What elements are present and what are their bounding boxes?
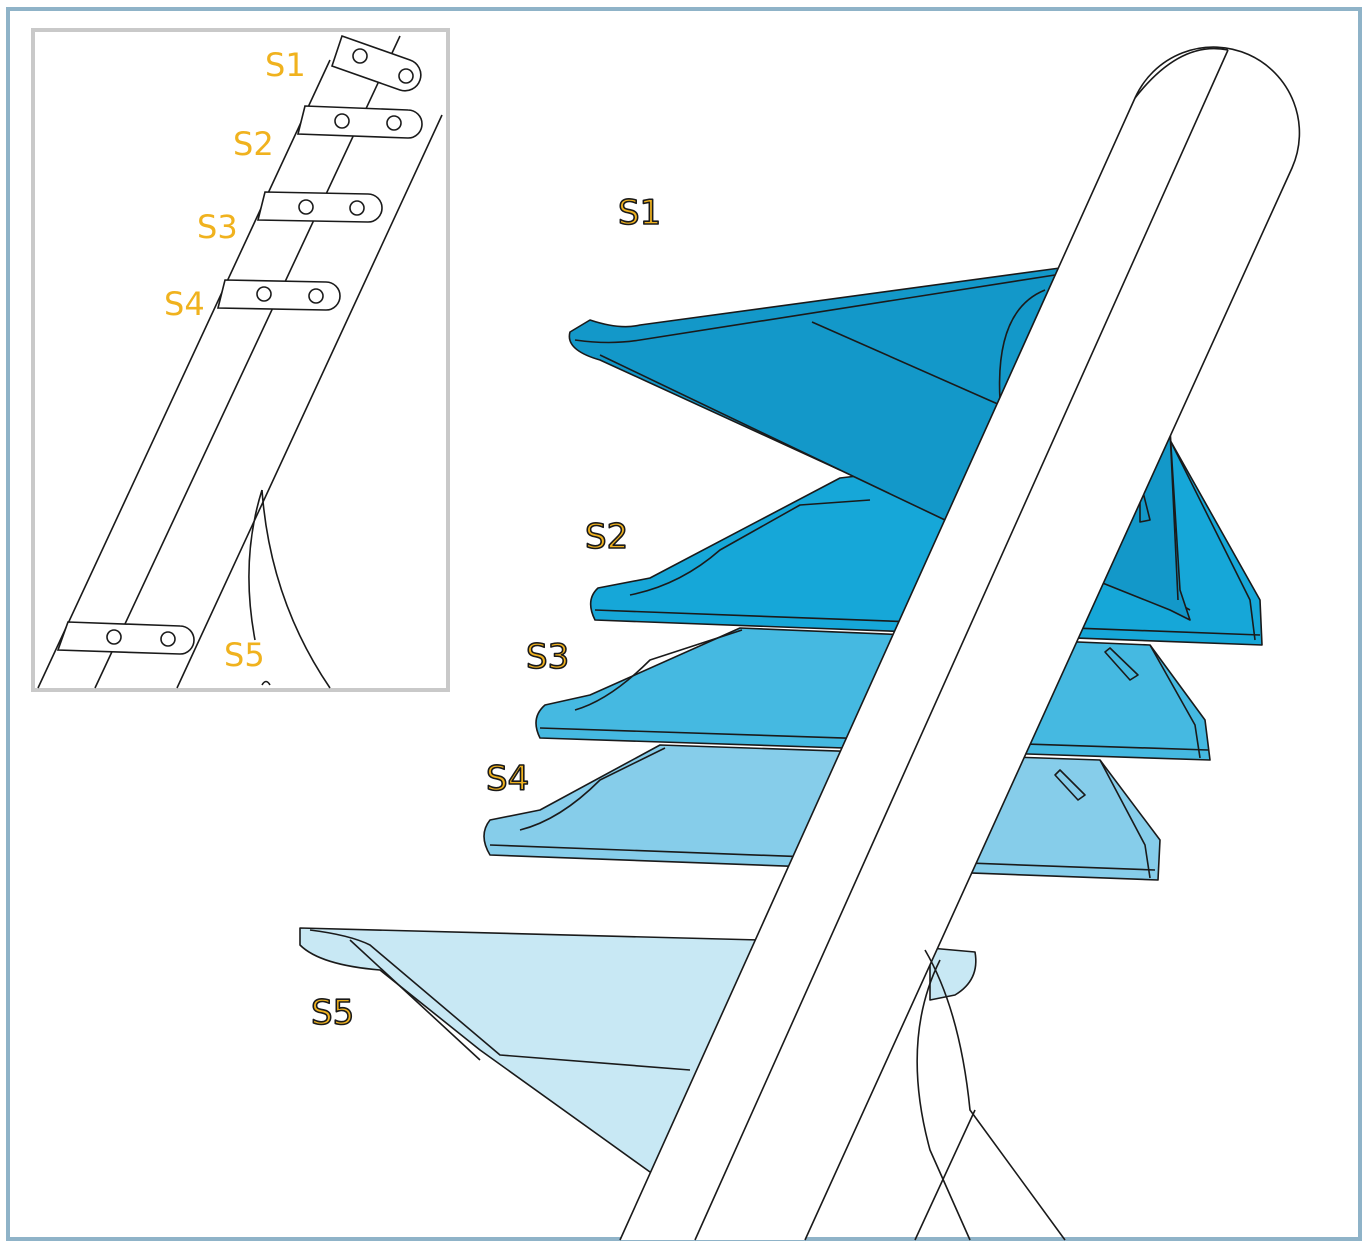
shelf-s5 <box>299 927 977 1173</box>
inset-label-s2: S2 <box>233 125 274 163</box>
inset-bracket-s5 <box>56 621 195 655</box>
main-label-s1: S1 <box>618 193 661 233</box>
inset-post-line-right <box>176 114 443 689</box>
main-label-s3: S3 <box>526 637 569 677</box>
main-label-s2: S2 <box>585 517 628 557</box>
main-post <box>619 46 1301 1241</box>
inset-bracket-s4 <box>216 279 341 311</box>
inset-bracket-s2 <box>296 105 423 139</box>
inset-bracket-s1 <box>330 34 422 92</box>
main-view: S1 S2 S3 S4 S5 <box>299 46 1301 1241</box>
inset-support-curve-a <box>261 489 331 689</box>
main-label-s4: S4 <box>486 759 529 799</box>
support-legs <box>914 949 1066 1241</box>
inset-label-s4: S4 <box>164 285 205 323</box>
inset-post-line-mid <box>94 35 401 689</box>
inset-bracket-s3 <box>256 191 383 223</box>
inset-frame <box>31 28 450 692</box>
main-label-s5: S5 <box>311 993 354 1033</box>
inset-support-tip <box>261 680 271 686</box>
inset-label-s3: S3 <box>197 208 238 246</box>
inset-label-s5: S5 <box>224 636 265 674</box>
inset-post-line-left <box>37 59 331 689</box>
inset-support-curve-b <box>248 489 263 641</box>
inset-view: S1 S2 S3 S4 S5 <box>31 28 450 692</box>
inset-label-s1: S1 <box>265 46 306 84</box>
